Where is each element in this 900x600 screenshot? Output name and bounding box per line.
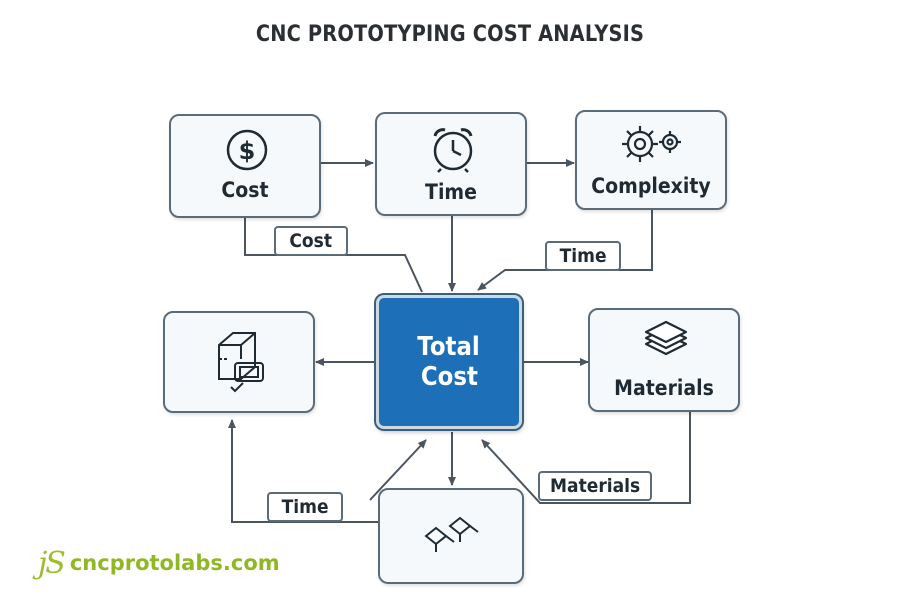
node-time-label: Time [425, 180, 477, 204]
edge-label-time-bottom: Time [267, 492, 343, 522]
node-total-line1: Total [417, 332, 481, 362]
gears-icon [622, 126, 681, 162]
edge-materials-to-total [481, 412, 691, 504]
alarm-clock-icon [433, 128, 473, 173]
node-time: Time [375, 112, 527, 216]
brand-url: cncprotolabs.com [69, 551, 280, 575]
dollar-icon: $ [226, 129, 268, 171]
node-total-cost: Total Cost [376, 295, 522, 429]
edge-time-loop-to-total [228, 419, 380, 523]
edge-label-materials: Materials [538, 471, 652, 501]
node-design [163, 311, 315, 413]
node-materials-label: Materials [614, 376, 714, 400]
node-total-line2: Cost [420, 362, 478, 392]
cutting-tool-icon [424, 516, 479, 552]
edge-label-materials-text: Materials [549, 475, 641, 497]
layers-icon [644, 320, 688, 356]
node-cost: $ Cost [169, 114, 321, 218]
edge-label-time-right-text: Time [559, 245, 607, 267]
brand: jS cncprotolabs.com [38, 543, 280, 583]
node-cost-label: Cost [221, 178, 269, 202]
node-complexity-label: Complexity [591, 174, 711, 198]
node-materials: Materials [588, 308, 740, 412]
svg-text:$: $ [239, 137, 256, 165]
node-tooling [378, 488, 524, 584]
cube-blueprint-icon [218, 332, 264, 393]
brand-logo: jS [38, 545, 66, 581]
edge-time-to-total [369, 439, 427, 501]
edge-label-cost-text: Cost [289, 230, 333, 252]
node-complexity: Complexity [575, 110, 727, 210]
edge-label-cost: Cost [274, 226, 348, 256]
edge-label-time-bottom-text: Time [281, 496, 329, 518]
edge-label-time-right: Time [545, 241, 621, 271]
page-title: CNC PROTOTYPING COST ANALYSIS [255, 22, 645, 47]
